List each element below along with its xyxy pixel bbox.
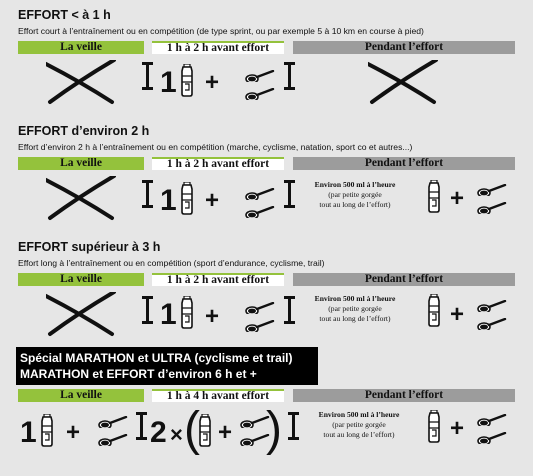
plus-icon: + — [450, 415, 465, 442]
scoop-icon — [476, 432, 507, 444]
number-one: 1 — [160, 184, 177, 217]
bottle-icon — [181, 296, 193, 329]
section2-desc: Effort d’environ 2 h à l’entraînement ou… — [18, 142, 413, 152]
separator-icon — [142, 62, 153, 90]
section3-desc: Effort long à l’entraînement ou en compé… — [18, 258, 325, 268]
scoop-icon — [97, 434, 128, 446]
scoop-icon — [476, 184, 507, 196]
scoop-icon — [244, 302, 275, 314]
bottle-icon — [199, 414, 211, 447]
hydration-note: Environ 500 ml à l’heure (par petite gor… — [300, 180, 410, 210]
section4-col-la-veille: La veille — [18, 389, 144, 402]
plus-icon: + — [205, 69, 220, 96]
note-line: (par petite gorgée — [328, 190, 382, 199]
number-one: 1 — [20, 416, 37, 449]
special-title-line1: Spécial MARATHON et ULTRA (cyclisme et t… — [20, 351, 293, 365]
section3-col-avant: 1 h à 2 h avant effort — [152, 273, 284, 286]
note-bold: Environ 500 ml à l’heure — [318, 410, 400, 419]
separator-icon — [288, 412, 299, 440]
note-line: (par petite gorgée — [332, 420, 386, 429]
open-paren-icon: ( — [184, 403, 200, 456]
section3-col-la-veille: La veille — [18, 273, 144, 286]
special-title-line2: MARATHON et EFFORT d’environ 6 h et + — [20, 367, 257, 381]
cross-icon — [368, 60, 438, 104]
separator-icon — [142, 296, 153, 324]
plus-icon: + — [66, 419, 81, 446]
scoop-icon — [244, 88, 275, 100]
hydration-note: Environ 500 ml à l’heure (par petite gor… — [302, 410, 416, 440]
section2-col-avant: 1 h à 2 h avant effort — [152, 157, 284, 170]
note-line: tout au long de l’effort) — [323, 430, 395, 439]
note-line: (par petite gorgée — [328, 304, 382, 313]
plus-icon: + — [205, 303, 220, 330]
scoop-icon — [244, 188, 275, 200]
section4-col-pendant: Pendant l’effort — [293, 389, 515, 402]
number-one: 1 — [160, 66, 177, 99]
bottle-icon — [428, 410, 440, 443]
hydration-note: Environ 500 ml à l’heure (par petite gor… — [300, 294, 410, 324]
cross-icon — [46, 60, 116, 104]
plus-icon: + — [450, 301, 465, 328]
section4-col-avant: 1 h à 4 h avant effort — [152, 389, 284, 402]
separator-icon — [136, 412, 147, 440]
number-two: 2 — [150, 416, 167, 449]
scoop-icon — [244, 320, 275, 332]
scoop-icon — [244, 70, 275, 82]
separator-icon — [142, 180, 153, 208]
cross-icon — [46, 292, 116, 336]
cross-icon — [46, 176, 116, 220]
bottle-icon — [181, 64, 193, 97]
scoop-icon — [476, 202, 507, 214]
section3-col-pendant: Pendant l’effort — [293, 273, 515, 286]
section2-title: EFFORT d’environ 2 h — [18, 124, 150, 138]
section1-col-pendant: Pendant l’effort — [293, 41, 515, 54]
section1-title: EFFORT < à 1 h — [18, 8, 111, 22]
plus-icon: + — [450, 185, 465, 212]
separator-icon — [284, 296, 295, 324]
scoop-icon — [244, 206, 275, 218]
bottle-icon — [41, 414, 53, 447]
section3-title: EFFORT supérieur à 3 h — [18, 240, 161, 254]
note-line: tout au long de l’effort) — [319, 314, 391, 323]
separator-icon — [284, 62, 295, 90]
section1-col-avant: 1 h à 2 h avant effort — [152, 41, 284, 54]
times-icon: × — [170, 422, 183, 447]
bottle-icon — [428, 180, 440, 213]
section1-col-la-veille: La veille — [18, 41, 144, 54]
special-title-box: Spécial MARATHON et ULTRA (cyclisme et t… — [16, 347, 318, 385]
close-paren-icon: ) — [266, 403, 282, 456]
scoop-icon — [97, 416, 128, 428]
section1-desc: Effort court à l’entraînement ou en comp… — [18, 26, 424, 36]
plus-icon: + — [205, 187, 220, 214]
plus-icon: + — [218, 419, 233, 446]
section2-col-la-veille: La veille — [18, 157, 144, 170]
separator-icon — [284, 180, 295, 208]
note-bold: Environ 500 ml à l’heure — [314, 180, 396, 189]
note-bold: Environ 500 ml à l’heure — [314, 294, 396, 303]
scoop-icon — [476, 318, 507, 330]
note-line: tout au long de l’effort) — [319, 200, 391, 209]
number-one: 1 — [160, 298, 177, 331]
scoop-icon — [476, 300, 507, 312]
bottle-icon — [428, 294, 440, 327]
section2-col-pendant: Pendant l’effort — [293, 157, 515, 170]
bottle-icon — [181, 182, 193, 215]
scoop-icon — [476, 414, 507, 426]
